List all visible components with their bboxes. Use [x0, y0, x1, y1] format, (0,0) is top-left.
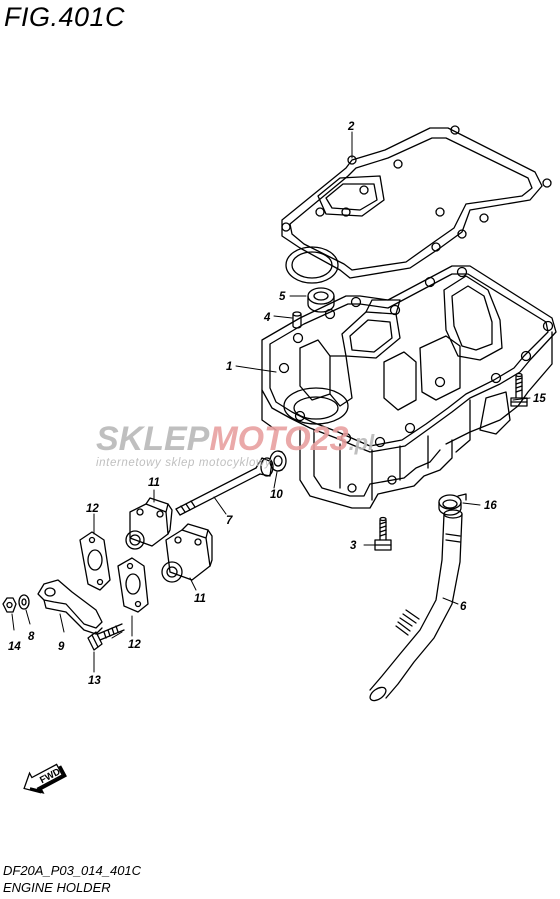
callout-labels: 2 5 4 1 15 10 7 11 11 12 12 13 9 8 14 3 … [8, 121, 546, 687]
figure-name: ENGINE HOLDER [3, 880, 111, 895]
oil-seal-part-5 [307, 287, 335, 313]
callout-2: 2 [347, 121, 355, 133]
callout-9: 9 [58, 641, 65, 653]
callout-12-lower: 12 [128, 639, 141, 651]
watermark-tagline: internetowy sklep motocyklowy [96, 457, 272, 469]
callout-3: 3 [350, 540, 357, 552]
mount-part-11-upper [125, 497, 173, 550]
mount-part-11-lower [161, 523, 213, 583]
figure-title: FIG.401C [4, 2, 126, 32]
bolt-part-3 [374, 516, 392, 551]
fwd-arrow-icon: FWD [23, 763, 67, 794]
callout-11-upper: 11 [148, 477, 160, 489]
callout-7: 7 [226, 515, 233, 527]
callout-12-upper: 12 [86, 503, 99, 515]
plate-part-12-upper [79, 531, 111, 591]
callout-6: 6 [460, 601, 467, 613]
bracket-part-9 [37, 579, 103, 635]
callout-16: 16 [484, 500, 497, 512]
clamp-part-16 [438, 493, 467, 516]
long-bolt-part-7 [175, 457, 274, 516]
plate-part-12-lower [117, 557, 149, 613]
callout-5: 5 [279, 291, 286, 303]
watermark-brand: SKLEPMOTO23.pl [96, 420, 375, 458]
callout-14: 14 [8, 641, 21, 653]
watermark: SKLEPMOTO23.pl internetowy sklep motocyk… [96, 420, 375, 469]
hose-part-6 [369, 509, 463, 702]
callout-11-lower: 11 [194, 593, 206, 605]
callout-15: 15 [533, 393, 546, 405]
nut-part-14 [2, 597, 17, 613]
gasket-part-2 [281, 125, 552, 284]
engine-holder-part-1 [261, 265, 557, 509]
dowel-pin-part-4 [292, 311, 302, 329]
callout-1: 1 [226, 361, 232, 373]
callout-13: 13 [88, 675, 101, 687]
callout-10: 10 [270, 489, 283, 501]
leader-lines [11, 131, 531, 673]
bolt-part-15 [510, 372, 528, 407]
figure-code: DF20A_P03_014_401C [3, 863, 142, 878]
callout-8: 8 [28, 631, 35, 643]
washer-part-8 [18, 594, 30, 610]
bolt-part-13 [87, 623, 125, 651]
callout-4: 4 [263, 312, 271, 324]
